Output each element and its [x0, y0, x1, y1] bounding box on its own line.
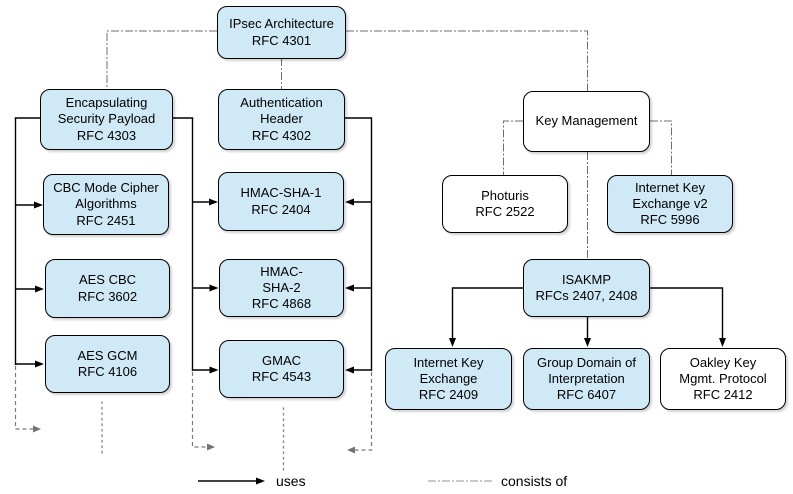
node-isakmp: ISAKMP RFCs 2407, 2408 — [523, 259, 650, 317]
edge-key-management-photuris — [503, 120, 523, 175]
node-label-ah: Authentication Header RFC 4302 — [240, 95, 323, 143]
esp-right-spine — [173, 117, 194, 371]
node-label-gmac: GMAC RFC 4543 — [251, 352, 312, 384]
continuation-arrow-right — [347, 372, 373, 454]
continuation-arrow-left — [14, 366, 41, 433]
edge-ipsec-esp — [106, 30, 217, 89]
node-label-aes-cbc: AES CBC RFC 3602 — [77, 272, 138, 304]
ah-spine — [345, 117, 373, 371]
node-oakley: Oakley Key Mgmt. Protocol RFC 2412 — [660, 348, 786, 410]
node-label-ike: Internet Key Exchange RFC 2409 — [413, 354, 484, 403]
node-esp: Encapsulating Security Payload RFC 4303 — [40, 89, 173, 150]
legend-uses-label: uses — [276, 473, 306, 489]
node-ah: Authentication Header RFC 4302 — [218, 89, 345, 150]
edge-key-management-ikev2 — [650, 120, 672, 175]
node-label-ikev2: Internet Key Exchange v2 RFC 5996 — [632, 179, 708, 228]
node-aes-gcm: AES GCM RFC 4106 — [45, 335, 170, 393]
node-label-key-management: Key Management — [535, 113, 638, 129]
node-label-esp: Encapsulating Security Payload RFC 4303 — [57, 95, 156, 143]
node-label-photuris: Photuris RFC 2522 — [475, 187, 535, 219]
edge-isakmp-oakley — [650, 287, 726, 347]
node-label-gdoi: Group Domain of Interpretation RFC 6407 — [537, 354, 636, 403]
node-label-ipsec-architecture: IPsec Architecture RFC 4301 — [229, 16, 334, 48]
node-gmac: GMAC RFC 4543 — [219, 340, 344, 398]
edge-isakmp-ike — [449, 287, 523, 347]
node-ikev2: Internet Key Exchange v2 RFC 5996 — [607, 175, 733, 233]
continuation-arrow-middle — [191, 372, 215, 451]
esp-left-spine — [14, 117, 40, 365]
node-label-hmac-sha2: HMAC- SHA-2 RFC 4868 — [251, 263, 312, 312]
node-cbc-mode: CBC Mode Cipher Algorithms RFC 2451 — [43, 174, 169, 235]
node-aes-cbc: AES CBC RFC 3602 — [45, 259, 170, 318]
legend-consists-of-label: consists of — [501, 473, 568, 489]
node-label-aes-gcm: AES GCM RFC 4106 — [77, 347, 138, 379]
node-ipsec-architecture: IPsec Architecture RFC 4301 — [217, 6, 346, 59]
node-photuris: Photuris RFC 2522 — [442, 175, 568, 233]
node-label-cbc-mode: CBC Mode Cipher Algorithms RFC 2451 — [53, 180, 159, 228]
node-hmac-sha1: HMAC-SHA-1 RFC 2404 — [218, 172, 344, 231]
node-hmac-sha2: HMAC- SHA-2 RFC 4868 — [219, 259, 344, 317]
node-gdoi: Group Domain of Interpretation RFC 6407 — [523, 348, 650, 410]
node-ike: Internet Key Exchange RFC 2409 — [385, 348, 512, 410]
node-key-management: Key Management — [523, 91, 650, 152]
node-label-isakmp: ISAKMP RFCs 2407, 2408 — [535, 271, 638, 303]
node-label-hmac-sha1: HMAC-SHA-1 RFC 2404 — [240, 185, 322, 217]
node-label-oakley: Oakley Key Mgmt. Protocol RFC 2412 — [679, 354, 767, 403]
edge-ipsec-key-management — [346, 30, 588, 91]
